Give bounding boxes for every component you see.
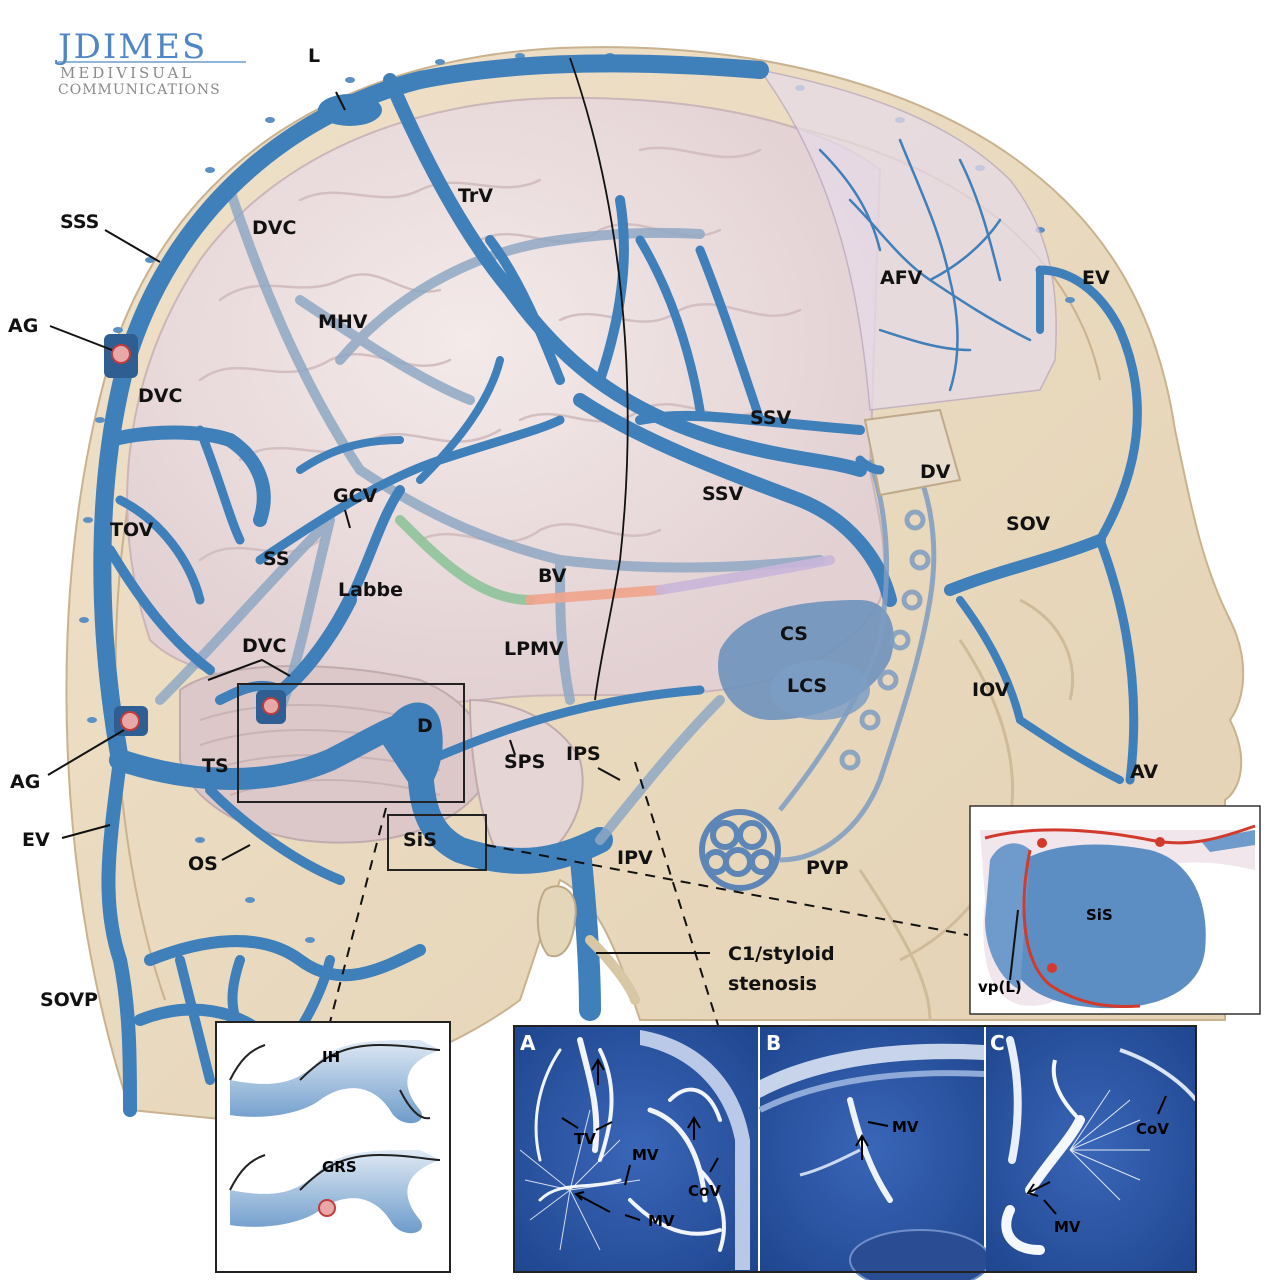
jdimes-logo: JDIMES MEDIVISUAL COMMUNICATIONS (55, 27, 246, 98)
panel-B-letter: B (766, 1031, 781, 1055)
zoom-box-sinus (387, 814, 487, 871)
label-C1-styloid: C1/styloid (728, 943, 835, 965)
label-AV: AV (1130, 761, 1158, 783)
label-SPS: SPS (504, 751, 545, 773)
label-D: D (417, 715, 433, 737)
label-BV: BV (538, 565, 567, 587)
label-GCV: GCV (333, 485, 378, 507)
label-MHV: MHV (318, 311, 368, 333)
label-DVC-low: DVC (242, 635, 286, 657)
label-OS: OS (188, 853, 218, 875)
panel-C-MV: MV (1054, 1218, 1081, 1236)
panel-C-CoV: CoV (1136, 1120, 1169, 1138)
arachnoid-granulation-icon (104, 334, 286, 736)
label-TS: TS (202, 755, 229, 777)
label-SSS: SSS (60, 211, 99, 233)
label-LPMV: LPMV (504, 638, 564, 660)
dura-window (758, 68, 1057, 411)
label-EV-left: EV (22, 829, 50, 851)
inset-label-vp: vp(L) (978, 978, 1022, 996)
diploe-vessels (79, 53, 1075, 943)
label-DV: DV (920, 461, 951, 483)
panel-C-letter: C (990, 1031, 1005, 1055)
label-LCS: LCS (787, 675, 827, 697)
label-AG-top: AG (8, 315, 38, 337)
inset-label-SiS: SiS (1086, 906, 1113, 924)
label-TOV: TOV (110, 519, 154, 541)
label-SOVP: SOVP (40, 989, 98, 1011)
label-IPS: IPS (566, 743, 601, 765)
label-DVC-top: DVC (252, 217, 296, 239)
label-CS: CS (780, 623, 808, 645)
sinus-inset: SiS vp(L) (969, 805, 1261, 1015)
label-AG-bottom: AG (10, 771, 40, 793)
reference-line (569, 57, 629, 701)
granulation-inset: IH GRS (215, 1021, 451, 1273)
panel-A-MV1: MV (632, 1146, 659, 1164)
label-IOV: IOV (972, 679, 1010, 701)
inset-label-GRS: GRS (322, 1158, 357, 1176)
label-EV-right: EV (1082, 267, 1110, 289)
label-SSV-upper: SSV (750, 407, 792, 429)
label-PVP: PVP (806, 857, 849, 879)
inset-label-IH: IH (322, 1048, 340, 1066)
label-Labbe: Labbe (338, 579, 403, 601)
angiography-panels: A TV MV MV CoV B MV (513, 1025, 1198, 1280)
callout-connectors (329, 761, 969, 1026)
label-SS: SS (263, 548, 290, 570)
logo-line1: JDIMES (55, 27, 207, 67)
venous-network (93, 54, 1142, 1117)
label-SSV-lower: SSV (702, 483, 744, 505)
panel-A-TV: TV (574, 1130, 596, 1148)
label-DVC-mid: DVC (138, 385, 182, 407)
panel-A-MV2: MV (648, 1212, 675, 1230)
panel-B-MV: MV (892, 1118, 919, 1136)
zoom-box-granulation (237, 683, 465, 803)
panel-A-CoV: CoV (688, 1182, 721, 1200)
label-IPV: IPV (617, 847, 653, 869)
logo-line2: MEDIVISUAL (60, 64, 194, 82)
styloid-process (536, 885, 577, 958)
panel-C: C CoV MV (986, 1026, 1198, 1272)
panel-A: A TV MV MV CoV (514, 1026, 758, 1272)
label-stenosis: stenosis (728, 973, 817, 995)
label-L: L (308, 45, 320, 67)
logo-line3: COMMUNICATIONS (58, 82, 221, 98)
label-SOV: SOV (1006, 513, 1050, 535)
label-AFV: AFV (880, 267, 923, 289)
label-SiS: SiS (403, 829, 437, 851)
granulation-icon (318, 1199, 336, 1217)
leader-lines (47, 91, 710, 954)
panel-A-letter: A (520, 1031, 536, 1055)
anatomy-labels: L SSS AG DVC MHV DVC TrV AFV EV SSV SSV … (8, 45, 1158, 1011)
panel-B: B MV (758, 1026, 991, 1280)
label-TrV: TrV (458, 185, 493, 207)
